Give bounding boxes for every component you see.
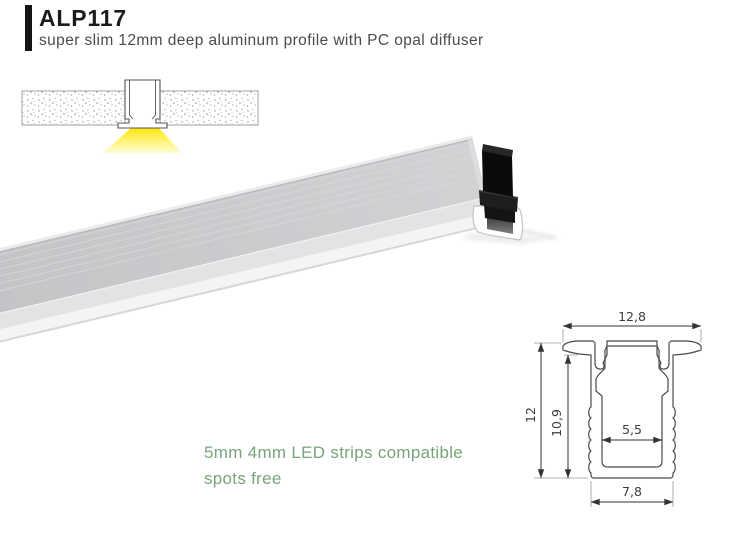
product-subtitle: super slim 12mm deep aluminum profile wi… xyxy=(39,31,484,49)
dim-bottom-width: 7,8 xyxy=(590,481,674,507)
extrusion-body xyxy=(0,135,516,344)
dim-top-width: 12,8 xyxy=(562,309,702,342)
compatibility-note: 5mm 4mm LED strips compatible spots free xyxy=(204,440,524,492)
dim-label-outer-height: 12 xyxy=(523,407,538,423)
cross-section-outline xyxy=(562,340,702,479)
dim-inner-height: 10,9 xyxy=(549,354,578,479)
ceiling-right xyxy=(159,90,259,126)
dim-label-bottom-width: 7,8 xyxy=(622,484,642,499)
recessed-profile xyxy=(117,79,168,129)
product-title: ALP117 xyxy=(39,5,127,31)
ceiling-left xyxy=(21,90,126,126)
compatibility-line2: spots free xyxy=(204,469,282,488)
dim-inner-width: 5,5 xyxy=(601,422,663,444)
light-beam xyxy=(103,127,182,153)
end-cap xyxy=(472,144,524,241)
header: ALP117 super slim 12mm deep aluminum pro… xyxy=(25,5,484,51)
dim-label-inner-width: 5,5 xyxy=(622,422,642,437)
dimension-drawing: 12,8 12 10,9 5,5 xyxy=(523,309,702,507)
accent-bar xyxy=(25,5,32,51)
profile-3d-render xyxy=(0,135,557,344)
dim-label-inner-height: 10,9 xyxy=(549,409,564,437)
ceiling-illustration xyxy=(21,79,259,153)
dim-outer-height: 12 xyxy=(523,342,588,479)
compatibility-line1: 5mm 4mm LED strips compatible xyxy=(204,443,464,462)
dim-label-top-width: 12,8 xyxy=(618,309,646,324)
